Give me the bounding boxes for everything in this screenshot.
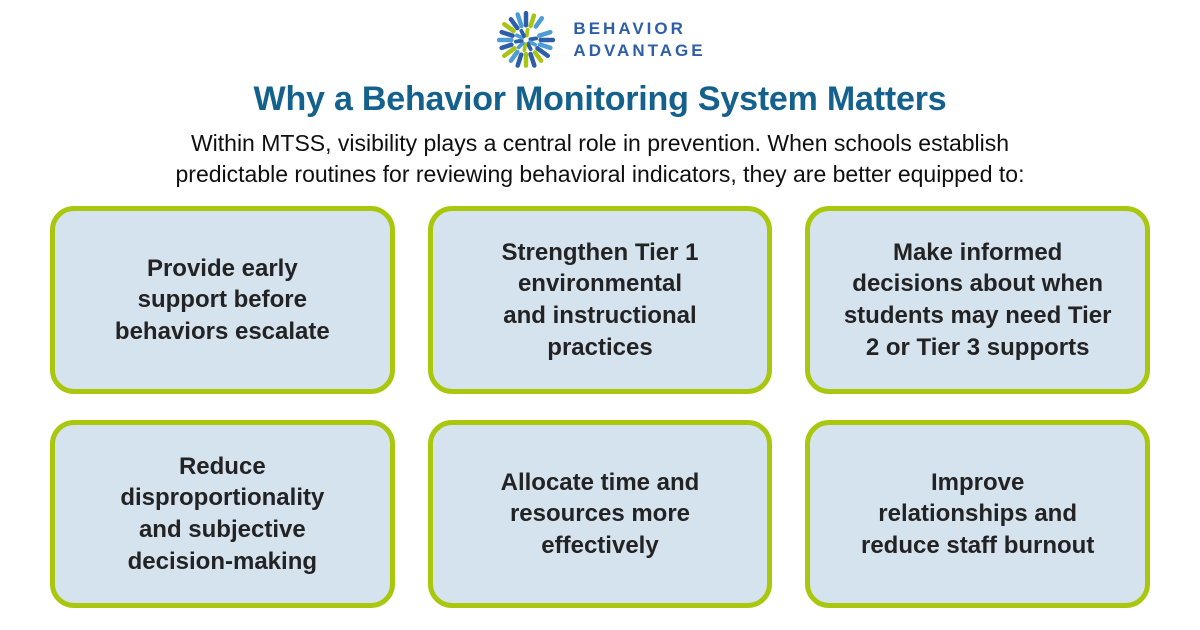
behavior-advantage-logo-icon [497,10,556,68]
benefit-card-text: Strengthen Tier 1 environmental and inst… [501,238,699,361]
benefits-grid: Provide early support before behaviors e… [50,206,1150,609]
benefit-card-text: Reduce disproportionality and subjective… [120,452,325,575]
benefit-card-tier1-practices: Strengthen Tier 1 environmental and inst… [427,206,773,395]
benefit-card-early-support: Provide early support before behaviors e… [50,206,395,395]
benefit-card-improve-relationships: Improve relationships and reduce staff b… [805,420,1150,609]
benefit-card-allocate-resources: Allocate time and resources more effecti… [427,420,773,609]
benefit-card-text: Make informed decisions about when stude… [843,238,1112,361]
page-title: Why a Behavior Monitoring System Matters [253,80,947,118]
logo-wordmark-line1: BEHAVIOR [573,18,686,38]
logo-wordmark-line2: ADVANTAGE [573,41,706,60]
benefit-card-text: Improve relationships and reduce staff b… [860,468,1095,559]
infographic: BEHAVIOR ADVANTAGE Why a Behavior Monito… [0,0,1200,609]
benefit-card-text: Provide early support before behaviors e… [114,254,330,345]
benefit-card-text: Allocate time and resources more effecti… [500,468,700,559]
benefit-card-reduce-disproportionality: Reduce disproportionality and subjective… [50,420,395,609]
logo: BEHAVIOR ADVANTAGE [0,0,1200,72]
subtitle: Within MTSS, visibility plays a central … [175,130,1025,187]
logo-wordmark: BEHAVIOR ADVANTAGE [573,18,705,62]
benefit-card-informed-decisions: Make informed decisions about when stude… [805,206,1150,395]
